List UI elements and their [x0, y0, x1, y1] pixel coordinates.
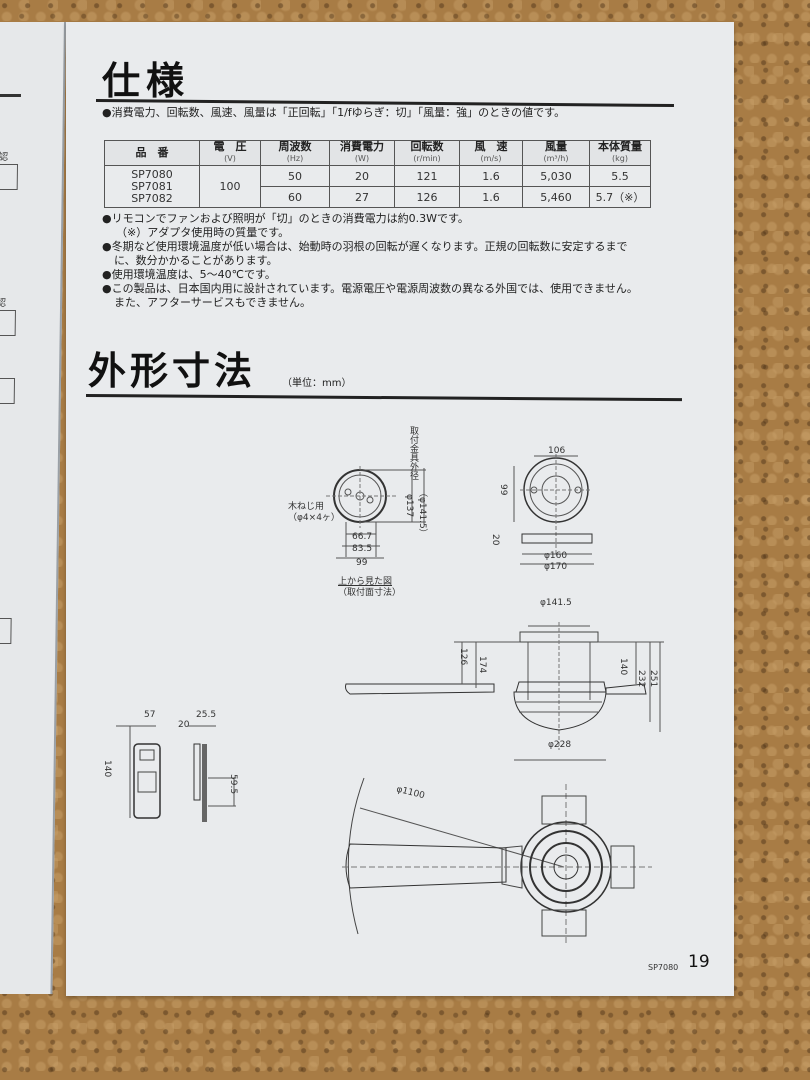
power-value: 27: [329, 186, 395, 208]
model-list: SP7080 SP7081 SP7082: [104, 165, 200, 208]
header-rpm: 回転数(r/min): [394, 140, 460, 166]
dimension-174: 174: [477, 656, 487, 674]
adapter-thickness: 20: [490, 534, 500, 546]
spec-note: ●この製品は、日本国内用に設計されています。電源電圧や電源周波数の異なる外国では…: [102, 282, 638, 295]
header-frequency: 周波数(Hz): [260, 140, 330, 166]
manual-page: 仕様 ●消費電力、回転数、風速、風量は「正回転」「1/fゆらぎ：切」「風量：強」…: [66, 22, 734, 996]
airflow-value: 5,460: [522, 186, 590, 208]
dimension-140: 140: [618, 658, 628, 676]
remote-depth: 20: [178, 720, 190, 730]
spec-table-header: 品 番 電 圧(V) 周波数(Hz) 消費電力(W) 回転数(r/min) 風 …: [104, 140, 651, 166]
top-view-subcaption: （取付面寸法）: [338, 588, 402, 598]
mass-value: 5.5: [589, 165, 651, 187]
specs-title: 仕様: [102, 59, 191, 103]
dimension-232: 232: [636, 670, 646, 688]
footer-model: SP7080: [648, 963, 679, 972]
spec-notes: ●リモコンでファンおよび照明が「切」のときの消費電力は約0.3Wです。 （※）ア…: [102, 212, 638, 310]
spec-table: 品 番 電 圧(V) 周波数(Hz) 消費電力(W) 回転数(r/min) 風 …: [104, 140, 651, 208]
adapter-outer-diameter: φ170: [544, 562, 568, 572]
previous-page-edge: 認 認: [0, 22, 67, 994]
spec-note: に、数分かかることがあります。: [114, 254, 278, 267]
bracket-diameter-outer-value: （φ141.5）: [417, 488, 427, 538]
page-number: 19: [688, 952, 710, 972]
model-number: SP7080: [131, 167, 173, 181]
rpm-value: 121: [394, 165, 460, 187]
dimensions-title: 外形寸法: [88, 349, 257, 393]
remote-depth-total: 25.5: [196, 710, 217, 720]
mounting-top-view-drawing: [326, 466, 426, 559]
ceiling-bracket-diameter: φ141.5: [540, 598, 572, 608]
hole-pitch-99: 99: [356, 558, 368, 568]
adapter-drawing: [513, 454, 594, 565]
adapter-height: 99: [498, 484, 508, 496]
previous-page-box: [0, 378, 16, 404]
previous-page-rule: [0, 94, 21, 97]
fan-plan-view-drawing: [342, 777, 652, 944]
hole-pitch-83-5: 83.5: [352, 544, 373, 554]
spec-note: ●使用環境温度は、5～40℃です。: [102, 268, 276, 281]
bracket-diameter-label: 取付金具外径: [408, 426, 418, 480]
top-view-caption: 上から見た図: [338, 577, 393, 587]
airflow-value: 5,030: [522, 165, 590, 187]
model-number: SP7081: [131, 179, 173, 193]
dimensions-title-rule: [85, 394, 682, 402]
wind-speed-value: 1.6: [459, 186, 523, 208]
header-voltage: 電 圧(V): [199, 140, 261, 166]
spec-note: （※）アダプタ使用時の質量です。: [116, 226, 290, 239]
body-diameter: φ228: [548, 740, 572, 750]
adapter-top-width: 106: [548, 446, 566, 456]
rpm-value: 126: [394, 186, 460, 208]
model-number: SP7082: [131, 191, 173, 205]
spec-note: また、アフターサービスもできません。: [114, 296, 312, 309]
frequency-value: 60: [260, 186, 330, 208]
mass-value: 5.7（※）: [589, 186, 651, 208]
previous-page-box: [0, 618, 12, 644]
header-airflow: 風量(m³/h): [522, 140, 590, 166]
spec-table-row: 60 27 126 1.6 5,460 5.7（※）: [105, 186, 651, 208]
previous-page-label: 認: [0, 298, 7, 309]
remote-width: 57: [144, 710, 156, 720]
wind-speed-value: 1.6: [459, 165, 523, 187]
dimensions-unit-label: （単位：mm）: [282, 378, 352, 389]
remote-control-drawing: [116, 725, 236, 822]
screw-label: 木ねじ用: [288, 502, 325, 512]
previous-page-box: [0, 164, 19, 190]
power-value: 20: [329, 165, 395, 187]
holder-pitch: 59.5: [228, 774, 238, 795]
specs-condition-note: ●消費電力、回転数、風速、風量は「正回転」「1/fゆらぎ：切」「風量：強」のとき…: [102, 106, 566, 119]
remote-height: 140: [102, 760, 112, 778]
frequency-value: 50: [260, 165, 330, 187]
previous-page-box: [0, 310, 16, 336]
voltage-value: 100: [199, 165, 261, 208]
header-model: 品 番: [104, 140, 200, 166]
spec-table-row: SP7080 SP7081 SP7082 100 50 20 121 1.6 5…: [104, 165, 651, 208]
spec-note: ●リモコンでファンおよび照明が「切」のときの消費電力は約0.3Wです。: [102, 212, 469, 225]
bracket-diameter-value: φ137: [404, 494, 414, 518]
adapter-inner-diameter: φ160: [544, 551, 568, 561]
dimension-251: 251: [648, 670, 658, 688]
hole-pitch-66-7: 66.7: [352, 532, 373, 542]
header-mass: 本体質量(kg): [589, 140, 651, 166]
previous-page-label: 認: [0, 152, 9, 163]
dimension-126: 126: [458, 648, 468, 666]
fan-side-view-drawing: [345, 622, 664, 761]
spec-note: ●冬期など使用環境温度が低い場合は、始動時の羽根の回転が遅くなります。正規の回転…: [102, 240, 628, 253]
header-wind-speed: 風 速(m/s): [459, 140, 523, 166]
screw-spec-label: （φ4×4ヶ）: [288, 513, 340, 523]
header-power: 消費電力(W): [329, 140, 395, 166]
